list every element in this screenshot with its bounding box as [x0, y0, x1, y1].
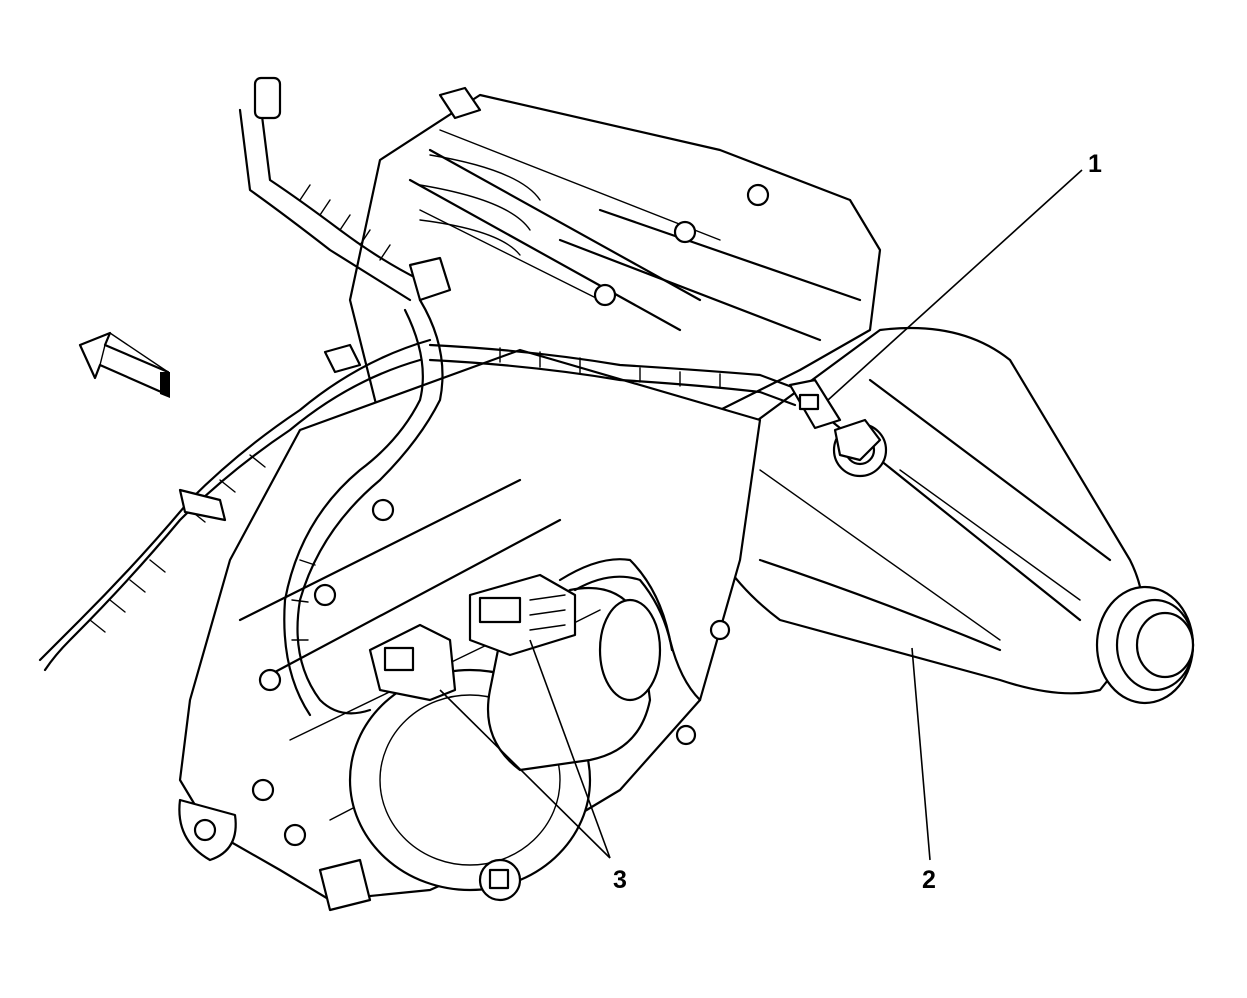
callout-1: 1: [1088, 150, 1102, 178]
callout-2: 2: [922, 866, 936, 894]
speed-sensor-connector: [788, 378, 888, 478]
vent-fitting: [323, 86, 482, 374]
wiring-harness: [38, 76, 802, 717]
callout-leaders: [439, 169, 1083, 861]
callout-3: 3: [613, 866, 627, 894]
front-direction-arrow-icon: [78, 331, 170, 398]
transfer-case-housing: [178, 93, 1195, 912]
motor-harness-connectors: [368, 558, 702, 702]
